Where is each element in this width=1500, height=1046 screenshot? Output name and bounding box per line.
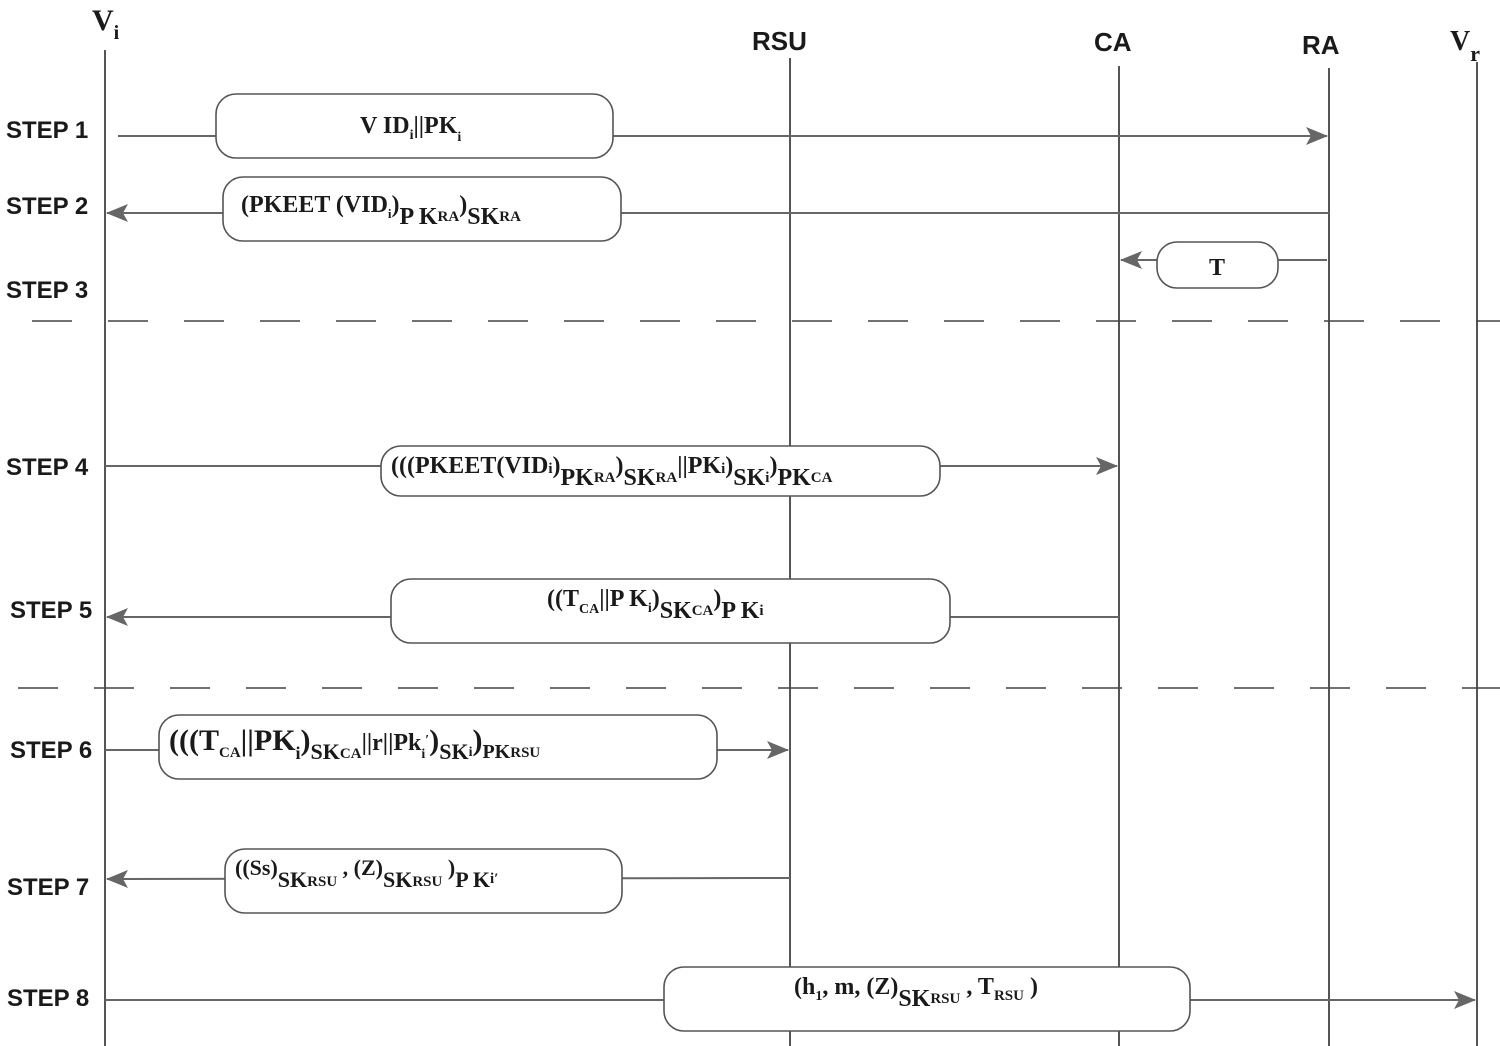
participant-ra: RA [1302, 30, 1340, 60]
message-text-step-2: (PKEET (VIDi)P KRA)SKRA [241, 192, 521, 230]
step-label-3: STEP 3 [6, 277, 88, 304]
message-box-step-5 [390, 578, 951, 644]
message-box-step-6 [158, 714, 718, 780]
message-text-step-4: (((PKEET(VIDi)PKRA)SKRA||PKi)SKi)PKCA [391, 453, 833, 491]
message-box-step-1 [215, 93, 614, 159]
message-box-step-7 [224, 848, 623, 914]
message-text-step-3: T [1209, 255, 1225, 281]
participant-vi: Vi [92, 4, 120, 44]
message-text-step-6: (((TCA||PKi)SKCA||r||Pki′)SKi)PKRSU [169, 724, 540, 764]
step-label-4: STEP 4 [6, 454, 89, 481]
message-text-step-1: V IDi||PKi [360, 113, 461, 145]
step-label-1: STEP 1 [6, 117, 88, 144]
message-text-step-7: ((Ss)SKRSU , (Z)SKRSU )P Ki′ [235, 855, 498, 892]
message-text-step-5: ((TCA||P Ki)SKCA)P Ki [547, 586, 764, 624]
step-label-5: STEP 5 [10, 597, 92, 624]
message-box-step-2 [222, 176, 622, 242]
step-label-6: STEP 6 [10, 737, 92, 764]
message-text-step-8: (h1, m, (Z)SKRSU , TRSU ) [794, 974, 1038, 1012]
participant-vr: Vr [1450, 26, 1480, 66]
message-box-step-3 [1156, 241, 1279, 289]
message-box-step-8 [663, 966, 1191, 1032]
participant-ca: CA [1094, 27, 1132, 57]
step-label-8: STEP 8 [7, 985, 89, 1012]
step-label-7: STEP 7 [7, 874, 89, 901]
participant-rsu: RSU [752, 26, 807, 56]
message-box-step-4 [380, 445, 941, 497]
step-label-2: STEP 2 [6, 193, 88, 220]
